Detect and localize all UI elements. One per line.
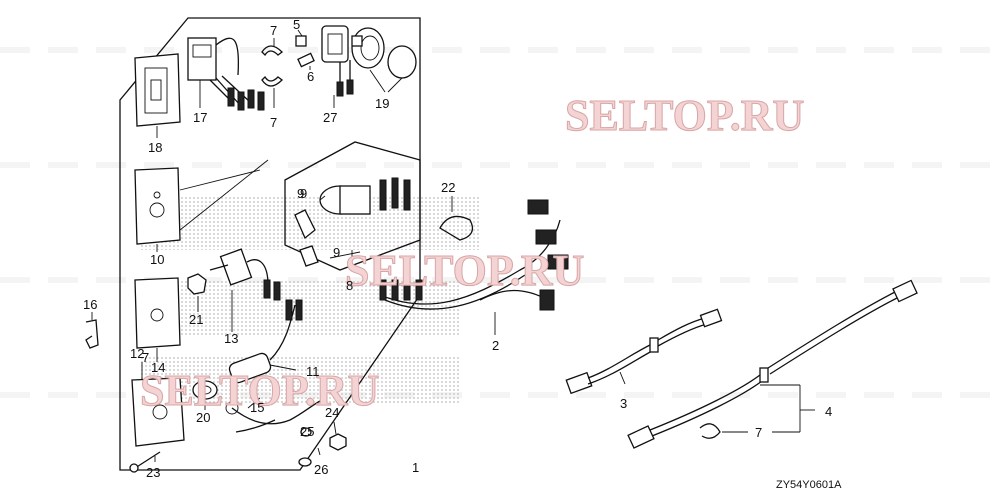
part-10-plate [134,159,269,252]
part-2-main-harness [379,196,569,335]
part-14-plate [134,277,181,362]
callout-label: 15 [250,400,264,415]
callout-label: 26 [314,462,328,477]
part-18-plate [134,53,181,138]
callout-label: 7 [142,350,149,365]
callout-label: 7 [755,425,762,440]
callout-labels: 1 2 3 4 5 6 7 7 9 7 8 9 9 10 11 12 13 14… [83,17,832,480]
callout-label: 14 [151,360,165,375]
callout-label: 4 [825,404,832,419]
callout-label: 16 [83,297,97,312]
callout-label: 25 [300,424,314,439]
part-13-switch [209,248,281,332]
callout-label: 27 [323,110,337,125]
callout-label: 19 [375,96,389,111]
part-7-clips [261,38,283,108]
part-5-6-fasteners [295,29,315,70]
part-23-screw [129,451,161,473]
watermark-text: SELTOP.RU [565,91,804,140]
callout-label: 20 [196,410,210,425]
part-12-plate [131,362,185,447]
callout-label: 7 [270,23,277,38]
part-11-sender [228,299,303,384]
part-17-switch [187,37,265,111]
callout-label: 7 [270,115,277,130]
callout-label: 9 [333,245,340,260]
watermark-text: SELTOP.RU [140,366,379,415]
callout-label: 11 [306,364,320,379]
callout-label: 18 [148,140,162,155]
callout-label: 22 [441,180,455,195]
callout-label: 13 [224,331,238,346]
part-16-clip [85,312,99,349]
callout-label: 21 [189,312,203,327]
part-8-ignition-switch [284,141,421,271]
callout-label: 6 [307,69,314,84]
callout-label: 8 [346,278,353,293]
part-15-lead [225,397,323,433]
callout-label: 10 [150,252,164,267]
part-27-19-switch-cap [321,25,417,108]
assembly-outline [119,17,421,471]
part-24-26-hardware [298,421,347,467]
callout-label: 12 [130,346,144,361]
part-3-extension-harness [565,308,723,395]
callout-label: 1 [412,460,419,475]
callout-label: 24 [325,405,339,420]
callout-label: 3 [620,396,627,411]
part-20-ring [192,380,218,410]
callout-label: 9 [300,186,307,201]
part-21-nut [187,273,207,312]
diagram-code: ZY54Y0601A [776,479,842,491]
part-4-long-harness [627,279,918,449]
watermark-text: SELTOP.RU [345,246,584,295]
callout-label: 5 [293,17,300,32]
callout-label: 17 [193,110,207,125]
callout-label: 2 [492,338,499,353]
callout-label: 9 [297,186,304,201]
callout-label: 23 [146,465,160,480]
